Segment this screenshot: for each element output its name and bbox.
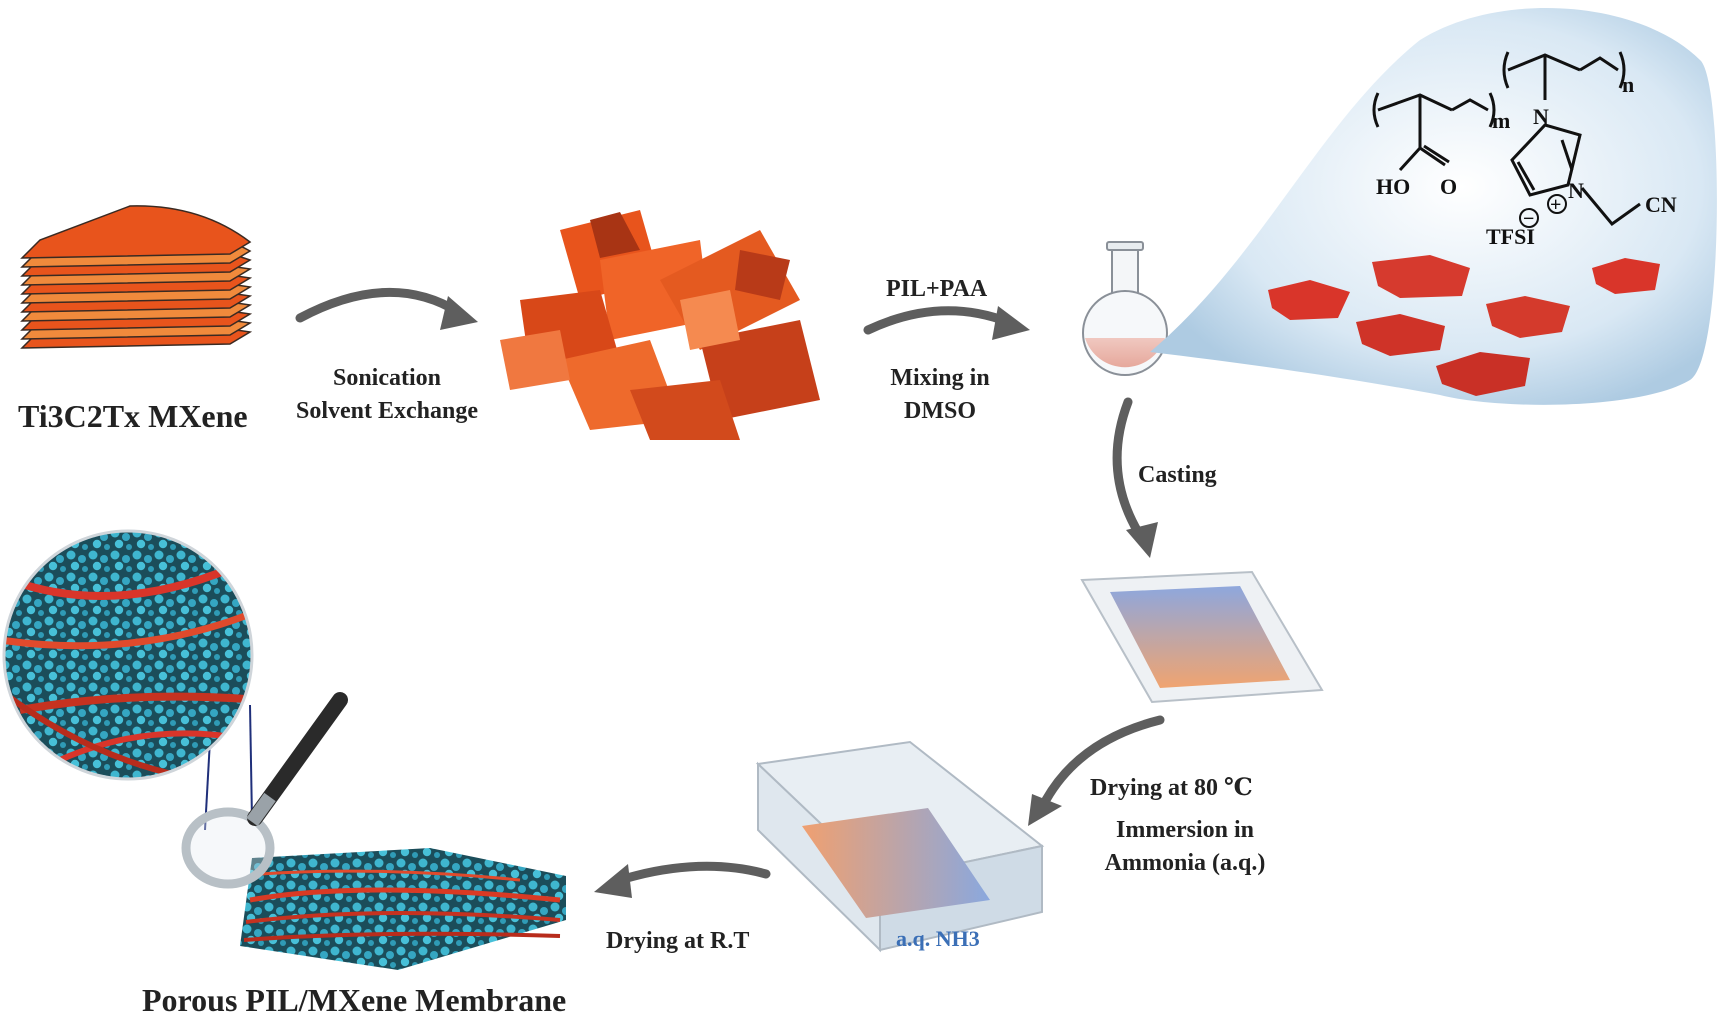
label-mixing-1: Mixing in: [870, 362, 1010, 395]
sonication-caption: Sonication Solvent Exchange: [282, 362, 492, 428]
pil-subscript: n: [1622, 72, 1634, 97]
ammonia-tray-illustration: [758, 742, 1042, 950]
label-mixing-2: DMSO: [870, 395, 1010, 428]
mxene-name: Ti3C2Tx MXene: [18, 398, 248, 434]
arrow-sonication: [300, 292, 478, 330]
arrow-drying-rt: [594, 864, 766, 898]
svg-text:+: +: [1550, 194, 1561, 216]
pil-nitrogen-ring: N: [1568, 178, 1584, 203]
label-drying-80: Drying at 80 ℃: [1090, 772, 1253, 802]
pil-nitrile: CN: [1645, 192, 1677, 217]
product-title: Porous PIL/MXene Membrane: [142, 982, 566, 1019]
tray-label: a.q. NH3: [896, 926, 980, 951]
flask-illustration: [1083, 242, 1167, 375]
label-sonication: Sonication: [282, 362, 492, 395]
label-immersion-1: Immersion in: [1090, 814, 1280, 847]
delaminated-flakes-illustration: [500, 210, 820, 440]
label-drying-rt: Drying at R.T: [606, 928, 749, 955]
svg-text:−: −: [1523, 208, 1534, 230]
arrow-mixing: [868, 306, 1030, 340]
mixing-caption: Mixing in DMSO: [870, 362, 1010, 428]
mxene-title: Ti3C2Tx MXene: [18, 398, 248, 435]
label-casting: Casting: [1138, 462, 1217, 489]
mxene-stack-illustration: [22, 206, 250, 348]
label-solvent-exchange: Solvent Exchange: [282, 395, 492, 428]
porous-membrane-illustration: [240, 848, 566, 970]
mxene-layer: [22, 206, 250, 258]
pil-nitrogen-top: N: [1533, 104, 1549, 129]
label-immersion-2: Ammonia (a.q.): [1090, 847, 1280, 880]
paa-hydroxyl: HO: [1376, 174, 1410, 199]
paa-subscript: m: [1492, 108, 1510, 133]
immersion-caption: Immersion in Ammonia (a.q.): [1090, 814, 1280, 880]
paa-carbonyl: O: [1440, 174, 1457, 199]
cast-film-illustration: [1082, 572, 1322, 702]
label-reagent: PIL+PAA: [886, 276, 987, 303]
magnifier-zoom: [0, 530, 260, 830]
